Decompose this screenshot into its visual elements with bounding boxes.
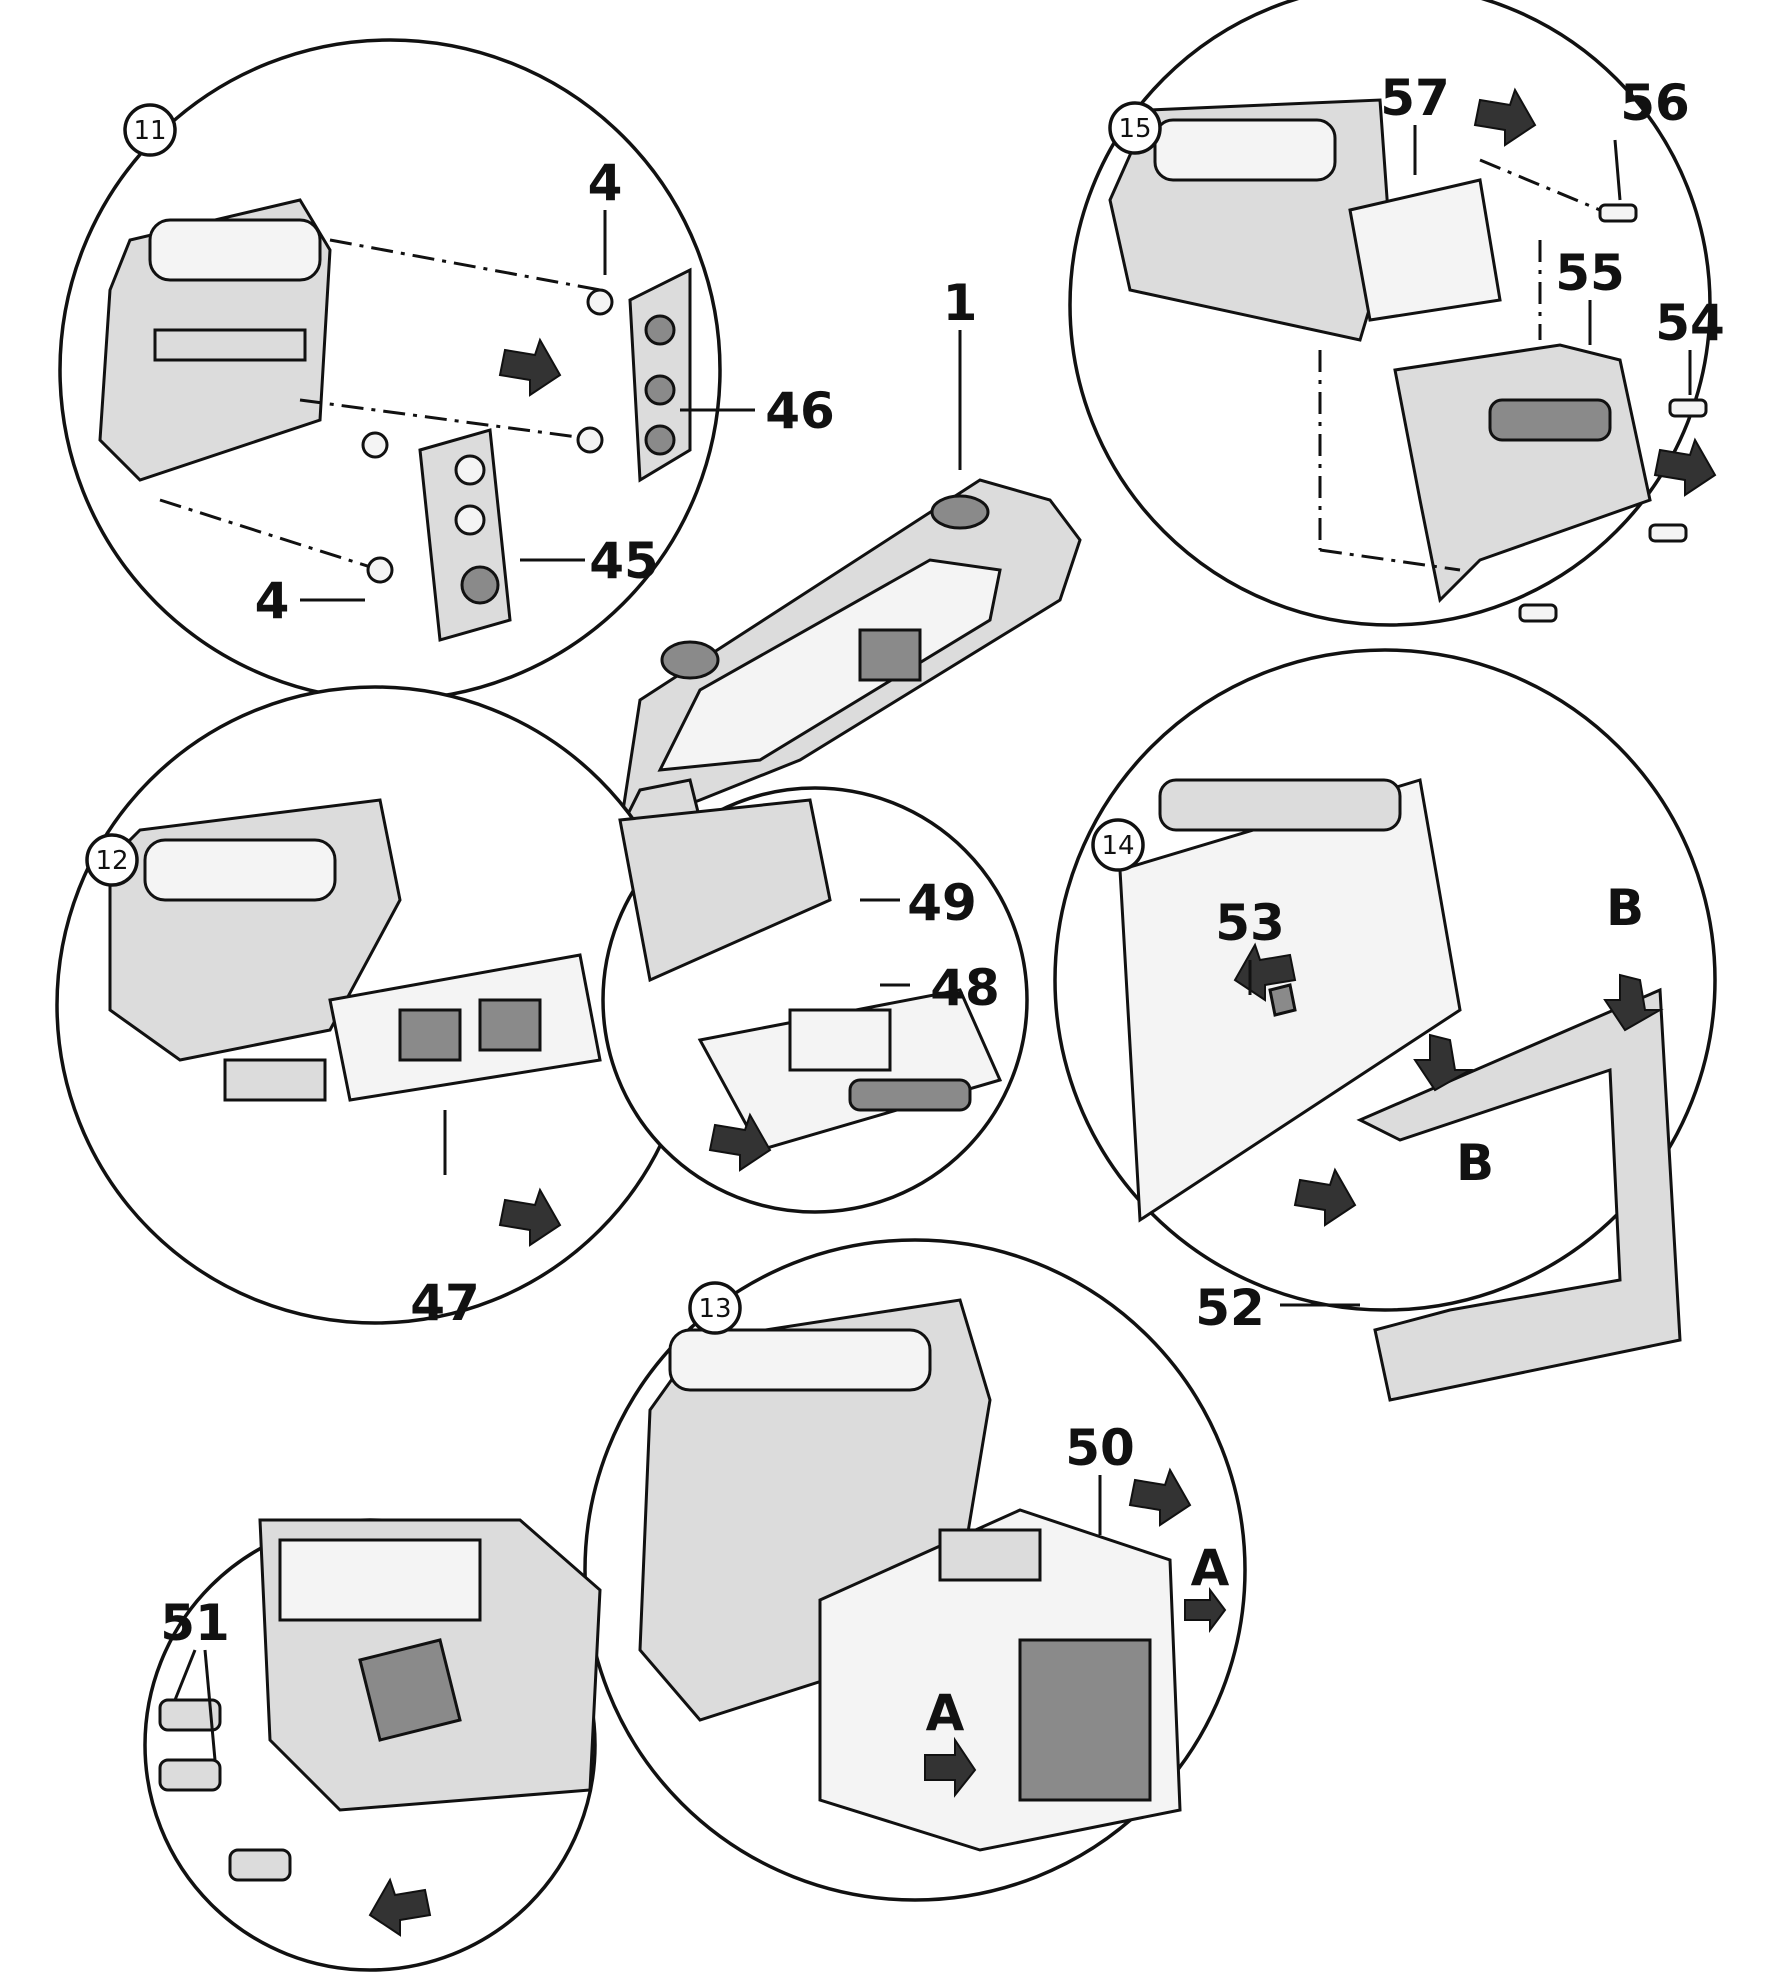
detail-marker-14: 14	[1101, 831, 1134, 861]
label-letter-b-top: B	[1606, 879, 1644, 937]
detail-marker-11: 11	[133, 116, 166, 146]
detail-radio-removal	[601, 786, 1029, 1214]
label-part-46: 46	[765, 382, 835, 440]
label-part-48: 48	[930, 959, 1000, 1017]
label-letter-a-right: A	[1191, 1539, 1230, 1597]
detail-13: 13	[583, 1238, 1247, 1902]
label-part-4-lower: 4	[255, 572, 290, 630]
detail-connectors	[143, 1518, 602, 1972]
label-part-57: 57	[1380, 69, 1450, 127]
detail-15: 15	[1068, 0, 1717, 627]
label-letter-b-bottom: B	[1456, 1134, 1494, 1192]
label-part-51: 51	[160, 1594, 230, 1652]
detail-12: 12	[55, 685, 695, 1325]
detail-14: 14	[1053, 648, 1717, 1402]
label-part-56: 56	[1620, 74, 1690, 132]
label-part-4-upper: 4	[588, 154, 623, 212]
label-part-53: 53	[1215, 894, 1285, 952]
detail-marker-13: 13	[698, 1294, 731, 1324]
label-part-49: 49	[907, 874, 977, 932]
label-part-45: 45	[589, 532, 659, 590]
label-part-54: 54	[1655, 294, 1725, 352]
label-part-47: 47	[410, 1274, 480, 1332]
label-part-1: 1	[943, 274, 978, 332]
label-letter-a-left: A	[926, 1684, 965, 1742]
label-part-55: 55	[1555, 244, 1625, 302]
label-part-50: 50	[1065, 1419, 1135, 1477]
detail-11: 11	[58, 38, 755, 702]
label-part-52: 52	[1195, 1279, 1265, 1337]
detail-marker-15: 15	[1118, 114, 1151, 144]
dashboard-assembly	[617, 330, 1082, 833]
detail-marker-12: 12	[95, 846, 128, 876]
